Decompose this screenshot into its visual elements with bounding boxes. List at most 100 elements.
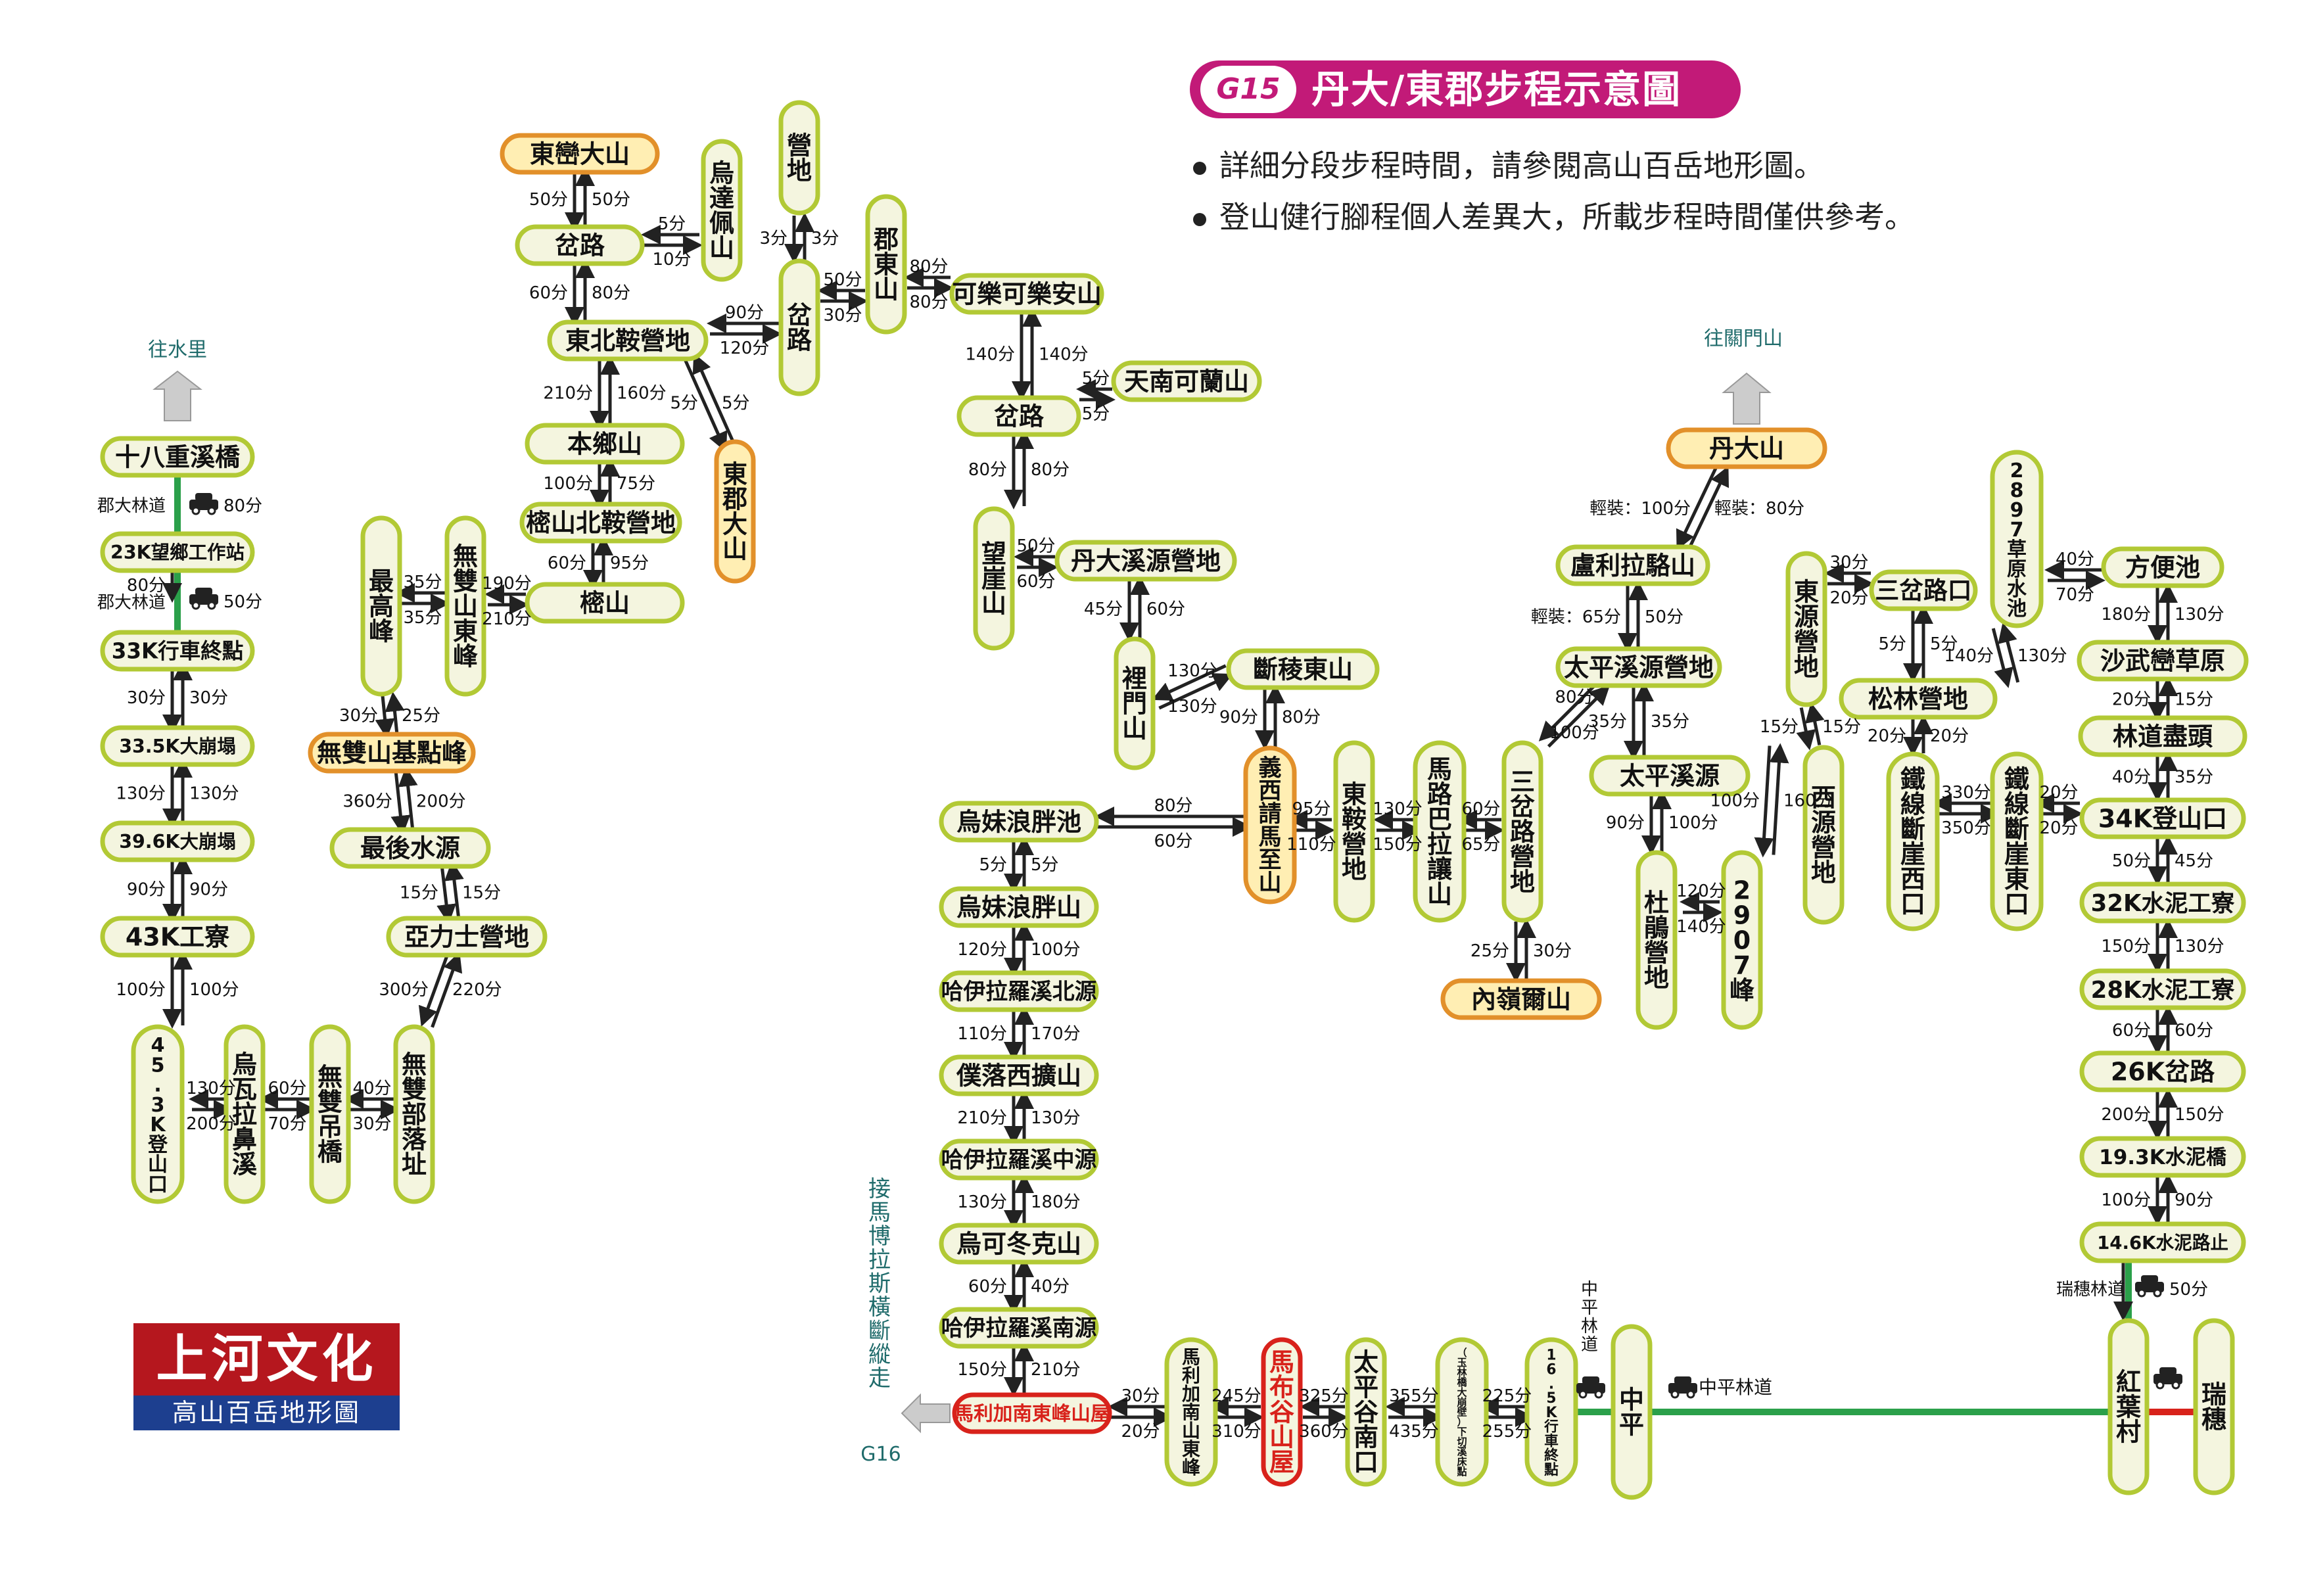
node-wsb: 無雙部落址: [393, 1024, 435, 1204]
node-bxs: 本鄉山: [525, 423, 685, 465]
travel-time: 120分: [1676, 881, 1726, 901]
node-cl3: 岔路: [956, 395, 1081, 437]
car-icon: [2153, 1367, 2182, 1390]
node-jds: 郡東山: [865, 194, 907, 335]
road-label: 中平林道: [1581, 1280, 1598, 1355]
node-k26: 26K岔路: [2079, 1050, 2246, 1092]
travel-time: 80分: [127, 576, 166, 596]
note-1-text: 詳細分段步程時間，請參閱高山百岳地形圖。: [1219, 148, 1824, 183]
node-mlbl: 馬路巴拉讓山: [1413, 740, 1467, 923]
travel-time: 150分: [2175, 1105, 2224, 1125]
bullet-icon: [1193, 212, 1206, 226]
note-2-text: 登山健行腳程個人差異大，所載步程時間僅供參考。: [1219, 199, 1915, 235]
route-arrow: [1676, 463, 1720, 551]
node-k32: 32K水泥工寮: [2079, 881, 2246, 924]
node-plxk: 僕落西擴山: [939, 1054, 1099, 1096]
node-zhsy: 最後水源: [329, 827, 491, 869]
node-mljnw: 馬利加南東峰山屋: [952, 1392, 1112, 1434]
travel-time: 50分: [224, 592, 262, 612]
travel-time: 3分: [811, 229, 839, 248]
travel-time: 40分: [2056, 550, 2094, 569]
node-label: 最後水源: [360, 834, 460, 863]
node-hyb: 哈伊拉羅溪北源: [939, 970, 1099, 1012]
node-label: 哈伊拉羅溪北源: [941, 979, 1097, 1004]
travel-time: 100分: [189, 980, 239, 1000]
travel-time: 100分: [2101, 1190, 2151, 1210]
travel-time: 5分: [1930, 634, 1958, 654]
node-label: 33.5K大崩塌: [119, 736, 236, 757]
node-label: 23K望鄉工作站: [110, 542, 245, 563]
node-label: 郡東山: [873, 225, 899, 304]
travel-time: 5分: [1082, 404, 1110, 424]
travel-time: 60分: [2112, 1021, 2151, 1041]
travel-time: 90分: [189, 880, 228, 900]
node-label: 東北鞍營地: [565, 327, 690, 356]
travel-time: 150分: [1373, 835, 1423, 855]
travel-time: 360分: [1299, 1422, 1349, 1442]
node-label: 紅葉村: [2115, 1368, 2142, 1447]
node-label: 方便池: [2125, 553, 2200, 582]
node-label: 杜鵑營地: [1644, 889, 1669, 993]
node-k335: 33.5K大崩塌: [100, 725, 255, 767]
travel-time: 130分: [116, 784, 166, 804]
direction-arrow-icon: [1722, 372, 1772, 425]
travel-time: 355分: [1389, 1386, 1439, 1406]
node-lms: 裡門山: [1114, 636, 1156, 770]
travel-time: 50分: [1016, 536, 1055, 556]
node-label: 樒山北鞍營地: [526, 509, 676, 538]
node-label: 無雙吊橋: [318, 1063, 342, 1167]
node-label: 丹大溪源營地: [1071, 547, 1221, 576]
node-k146: 14.6K水泥路止: [2079, 1221, 2246, 1263]
node-label: 內嶺爾山: [1471, 985, 1571, 1014]
travel-time: 130分: [2175, 937, 2224, 956]
travel-time: 15分: [462, 883, 501, 903]
travel-time: 130分: [2017, 646, 2067, 666]
node-csbay: 樒山北鞍營地: [519, 502, 682, 544]
node-label: 鐵線斷崖西口: [1900, 765, 1925, 919]
travel-time: 40分: [1031, 1277, 1070, 1297]
node-label: 26K岔路: [2111, 1058, 2215, 1087]
node-wml1: 烏妹浪胖山: [939, 886, 1099, 928]
travel-time: 60分: [548, 553, 586, 573]
route-code-badge: G15: [1200, 66, 1296, 113]
route-arrow: [1796, 707, 1816, 751]
travel-time: 140分: [1039, 345, 1089, 365]
travel-time: 50分: [592, 190, 630, 210]
node-llb: 盧利拉駱山: [1555, 544, 1710, 586]
node-label: 盧利拉駱山: [1570, 552, 1695, 580]
route-arrow: [1998, 622, 2020, 683]
travel-time: 170分: [1031, 1024, 1081, 1044]
route-arrow: [1158, 673, 1233, 710]
travel-time: 30分: [339, 706, 378, 726]
node-label: 馬布谷山屋: [1269, 1348, 1294, 1477]
travel-time: 210分: [1031, 1360, 1081, 1380]
node-nll: 內嶺爾山: [1440, 978, 1602, 1020]
travel-time: 80分: [1555, 688, 1593, 707]
node-ylq: （玉林橋大崩壁）下切溪床點: [1435, 1337, 1489, 1487]
travel-time: 200分: [416, 792, 466, 812]
node-label: 太平溪源營地: [1564, 653, 1714, 682]
travel-time: 310分: [1212, 1422, 1261, 1442]
travel-time: 60分: [1016, 572, 1055, 592]
direction-arrow-icon: [901, 1393, 951, 1434]
node-label: 中平: [1619, 1386, 1644, 1440]
route-arrow: [1685, 465, 1730, 553]
node-label: 鐵線斷崖東口: [2004, 765, 2029, 919]
node-tnk: 天南可蘭山: [1111, 360, 1262, 402]
node-k43: 43K工寮: [100, 916, 255, 958]
direction-label: 往關門山: [1704, 327, 1783, 350]
travel-time: 80分: [1282, 708, 1321, 728]
travel-time: 210分: [482, 609, 532, 629]
travel-time: 120分: [957, 940, 1007, 960]
travel-time: 5分: [722, 394, 750, 413]
route-arrow: [692, 353, 736, 446]
node-label: 太平谷南口: [1353, 1348, 1378, 1477]
car-icon: [1576, 1376, 1605, 1399]
travel-time: 輕裝：65分: [1531, 607, 1621, 627]
node-label: 無雙山東峰: [453, 542, 478, 671]
node-label: 馬利加南山東峰: [1182, 1346, 1200, 1478]
travel-time: 200分: [186, 1114, 236, 1134]
node-label: 馬路巴拉讓山: [1427, 755, 1453, 909]
